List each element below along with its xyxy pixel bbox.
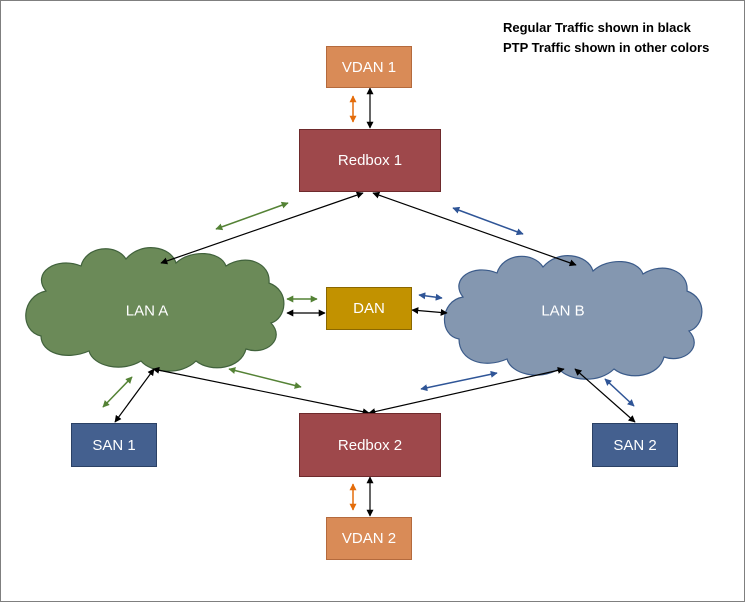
vdan-1-label: VDAN 1 — [341, 58, 397, 76]
link-redbox1-lan-a — [160, 191, 364, 265]
san-2-node: SAN 2 — [592, 423, 678, 467]
ptp-traffic-links — [102, 95, 635, 511]
redbox-1-node: Redbox 1 — [299, 129, 441, 192]
san-1-label: SAN 1 — [92, 436, 136, 454]
vdan-2-label: VDAN 2 — [341, 530, 397, 547]
ptp-redbox1-lan-b — [452, 206, 524, 236]
redbox-2-label: Redbox 2 — [337, 436, 403, 454]
lan-b-label: LAN B — [541, 302, 585, 320]
dan-node: DAN — [326, 287, 412, 330]
redbox-1-label: Redbox 1 — [337, 152, 403, 169]
link-lan-a-san1 — [114, 368, 155, 423]
lan-a-label: LAN A — [125, 302, 169, 320]
vdan-1-node: VDAN 1 — [326, 46, 412, 88]
ptp-lan-a-san1 — [102, 376, 133, 408]
ptp-lan-b-san2 — [604, 378, 635, 407]
link-lan-a-redbox2 — [152, 366, 370, 416]
redbox-2-node: Redbox 2 — [299, 413, 441, 477]
vdan-2-node: VDAN 2 — [326, 517, 412, 560]
ptp-lan-b-redbox2 — [420, 370, 498, 392]
link-dan-lan-b — [411, 307, 448, 316]
san-1-node: SAN 1 — [71, 423, 157, 467]
link-lan-b-san2 — [574, 368, 636, 423]
link-lan-b-redbox2 — [368, 366, 565, 416]
san-2-label: SAN 2 — [613, 436, 657, 454]
ptp-dan-lan-b — [418, 292, 443, 301]
link-redbox1-lan-b — [372, 191, 577, 267]
ptp-redbox1-lan-a — [215, 201, 289, 231]
lan-a-cloud — [25, 247, 285, 372]
dan-label: DAN — [353, 300, 385, 317]
legend-regular-traffic: Regular Traffic shown in black — [503, 20, 691, 35]
legend-ptp-traffic: PTP Traffic shown in other colors — [503, 40, 710, 55]
legend: Regular Traffic shown in black PTP Traff… — [503, 18, 709, 58]
ptp-lan-a-redbox2 — [228, 367, 302, 389]
